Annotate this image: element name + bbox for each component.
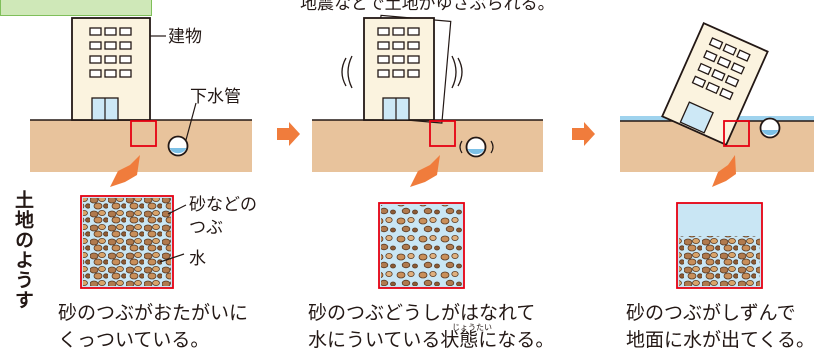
caption-1-line-1: 砂のつぶがおたがいに <box>58 302 249 324</box>
panel-2-scene <box>312 14 543 289</box>
header-text: 地震などで土地がゆさぶられる。 <box>300 0 555 14</box>
arrow-down-2 <box>410 155 440 187</box>
side-label: 土地のようす <box>12 190 34 310</box>
caption-3-line-2: 地面に水が出てくる。 <box>626 329 816 351</box>
caption-2-line-2: 水にういている状態になる。 <box>308 329 555 351</box>
ground-2 <box>312 120 543 172</box>
arrow-down-3 <box>712 155 736 187</box>
arrow-down-1 <box>110 155 140 187</box>
caption-1-line-2: くっついている。 <box>58 329 210 351</box>
caption-1: 砂のつぶがおたがいに くっついている。 <box>58 300 248 354</box>
label-water: 水 <box>189 249 206 269</box>
step-arrow-1 <box>277 122 300 146</box>
caption-3: 砂のつぶがしずんで 地面に水が出てくる。 <box>626 300 815 354</box>
panel-3-scene <box>620 21 814 289</box>
focus-square-3 <box>723 120 750 147</box>
label-sand-2: つぶ <box>189 218 223 238</box>
building-3 <box>661 21 769 146</box>
caption-2-line-1: 砂のつぶどうしがはなれて <box>308 302 536 324</box>
caption-3-line-1: 砂のつぶがしずんで <box>626 302 796 324</box>
header-tag-box <box>0 0 152 16</box>
focus-square-2 <box>429 120 456 147</box>
step-arrow-2 <box>572 122 595 146</box>
label-building: 建物 <box>168 27 202 47</box>
ruby-jotai: じょうたい <box>452 323 492 332</box>
caption-2: 砂のつぶどうしがはなれて 水にういている状態になる。 <box>308 300 554 354</box>
focus-square-1 <box>130 120 157 147</box>
label-sewer-pipe: 下水管 <box>190 87 241 107</box>
panel-1-scene <box>30 17 252 289</box>
label-sand: 砂などの <box>189 195 257 215</box>
